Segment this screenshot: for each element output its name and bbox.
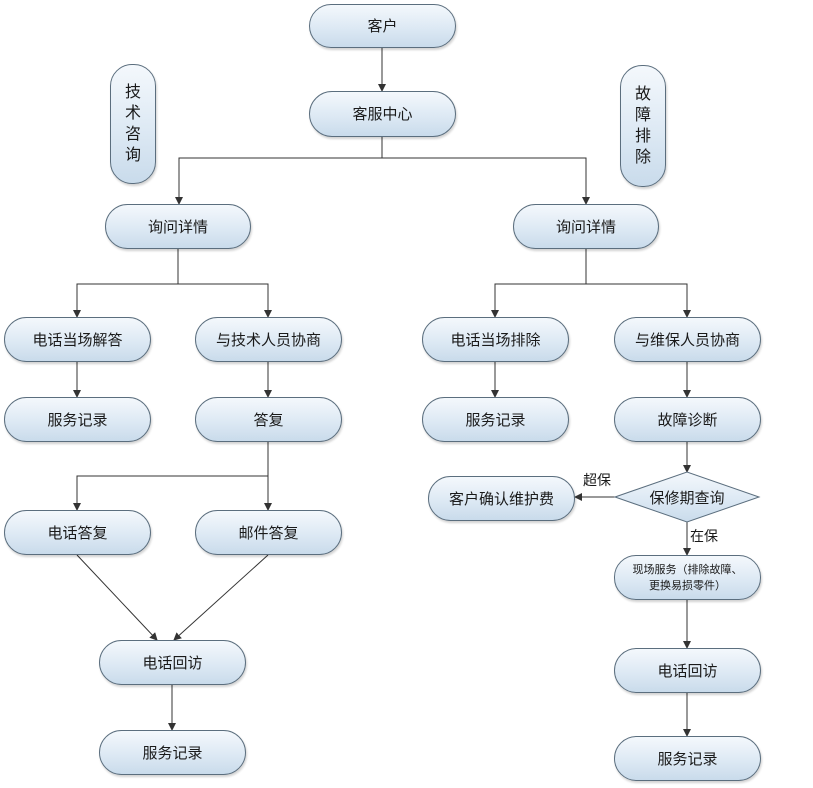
fault-diagnose-node: 故障诊断 [614,397,761,442]
over-warranty-label: 超保 [583,473,611,489]
right-service-record-node: 服务记录 [422,397,569,442]
fault-fix-label: 故 障 排 除 [620,65,666,187]
customer-node: 客户 [309,4,456,48]
left-service-record-node: 服务记录 [4,397,151,442]
warranty-check-label: 保修期查询 [649,488,725,507]
edge-left-inquiry-split-right [178,283,272,318]
warranty-check-diamond [613,471,761,523]
right-final-record-node: 服务记录 [614,736,761,781]
consult-maint-node: 与维保人员协商 [614,317,761,362]
in-warranty-label: 在保 [690,529,718,545]
edge-left-inquiry-split [73,249,179,318]
customer-confirm-fee-node: 客户确认维护费 [428,476,575,521]
edge-phone-reply-to-callback [76,554,158,641]
phone-answer-node: 电话当场解答 [4,317,151,362]
edge-right-inquiry-split [491,249,587,318]
edge-center-split [175,137,383,205]
onsite-service-node: 现场服务（排除故障、 更换易损零件） [614,555,761,600]
service-center-node: 客服中心 [309,91,456,137]
edge-center-split-right [382,157,590,205]
reply-node: 答复 [195,397,342,442]
phone-reply-node: 电话答复 [4,510,151,555]
left-final-record-node: 服务记录 [99,730,246,775]
phone-fix-node: 电话当场排除 [422,317,569,362]
tech-consult-label: 技 术 咨 询 [110,64,156,184]
edge-right-inquiry-split-right [586,283,691,318]
left-callback-node: 电话回访 [99,640,246,685]
right-inquiry-node: 询问详情 [513,204,659,249]
edge-email-reply-to-callback [173,554,269,641]
edge-reply-split [73,442,269,511]
left-inquiry-node: 询问详情 [105,204,251,249]
consult-tech-node: 与技术人员协商 [195,317,342,362]
email-reply-node: 邮件答复 [195,510,342,555]
right-callback-node: 电话回访 [614,648,761,693]
